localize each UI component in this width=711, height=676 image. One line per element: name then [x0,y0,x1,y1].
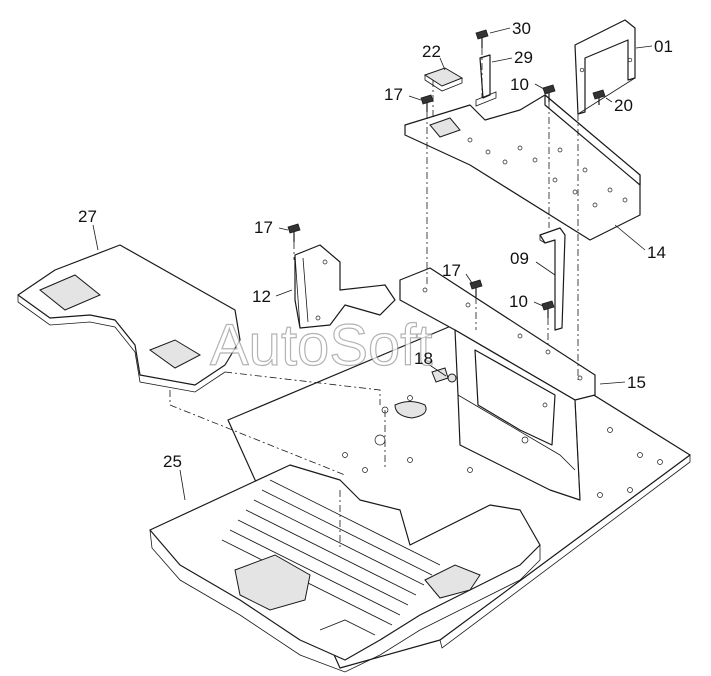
callout-12: 12 [252,287,271,306]
callout-09: 09 [510,249,529,268]
leader-lines [92,27,653,501]
console-holes [422,287,583,444]
callout-01: 01 [654,37,673,56]
plate-14-holes [467,137,628,208]
cover-22 [423,67,464,92]
bolt-17-mid [287,223,301,242]
console-15 [399,267,596,501]
callout-17-mid: 17 [254,218,273,237]
bracket-09 [539,227,566,331]
bolt-10-top [542,84,556,102]
side-plate-12 [294,244,396,329]
callout-22: 22 [422,42,441,61]
bolt-10-low [541,300,555,318]
floor-mat-25 [149,464,541,673]
support-plate-14 [404,94,641,241]
plate-14-cutout [429,117,461,138]
callout-14: 14 [647,243,666,262]
callout-20: 20 [614,96,633,115]
callout-29: 29 [514,48,533,67]
callout-10-low: 10 [509,292,528,311]
grommet-18 [447,373,457,383]
callout-17-top: 17 [384,85,403,104]
floor-mat-side-recess [424,564,481,599]
callout-18: 18 [414,349,433,368]
callout-15: 15 [627,373,646,392]
floor-recess [394,401,427,419]
mat-27-pad-rear [148,339,202,369]
watermark: AutoSoft [210,313,432,378]
bolt-17-top [420,94,434,112]
mat-27-pad-front [39,274,101,311]
callout-10-top: 10 [510,75,529,94]
bolt-30 [475,29,489,48]
floor-mat-27 [17,244,241,393]
bracket-29 [475,54,497,107]
callout-labels: 30 22 29 01 17 10 20 27 14 17 09 12 17 1… [78,19,673,471]
bracket-01 [574,19,636,115]
callout-27: 27 [78,207,97,226]
assembly-lines [169,48,579,550]
floor-mat-pedal-recess [234,554,311,611]
callout-25: 25 [163,452,182,471]
callout-30: 30 [512,19,531,38]
bolt-17-low [469,279,483,297]
callout-17-low: 17 [442,261,461,280]
bolt-20 [592,89,606,105]
